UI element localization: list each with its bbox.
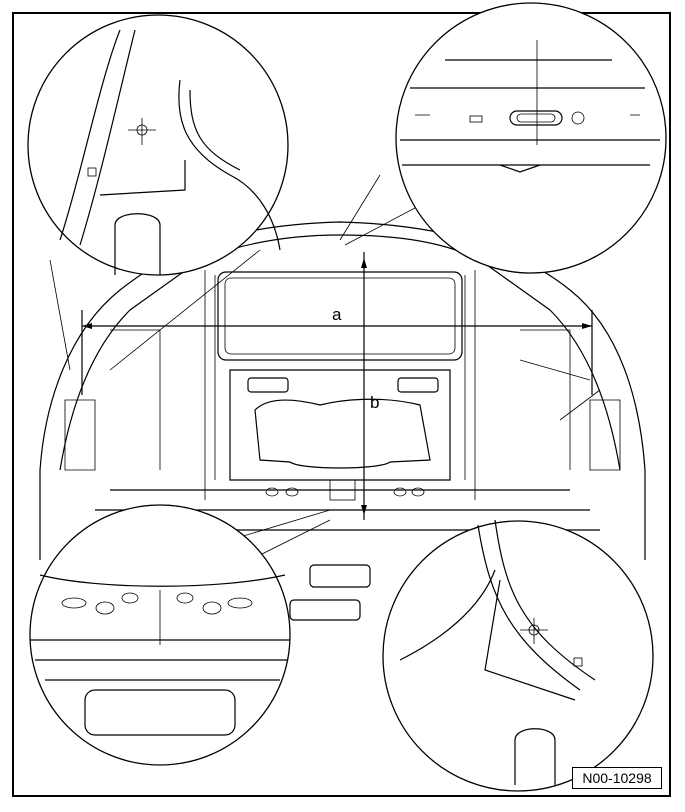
drawing-frame xyxy=(12,12,671,797)
rear-panel xyxy=(229,369,451,621)
detail-top-left xyxy=(27,14,289,276)
detail-top-right xyxy=(395,2,667,274)
figure-id-label: N00-10298 xyxy=(572,767,662,789)
dimension-a-label: a xyxy=(332,305,342,324)
detail-bottom-left xyxy=(29,504,291,766)
detail-bottom-right xyxy=(382,519,654,792)
dimension-b-label: b xyxy=(370,393,379,412)
rear-window xyxy=(217,271,463,361)
dimension-b: b xyxy=(361,252,379,520)
dimension-a: a xyxy=(81,305,593,395)
